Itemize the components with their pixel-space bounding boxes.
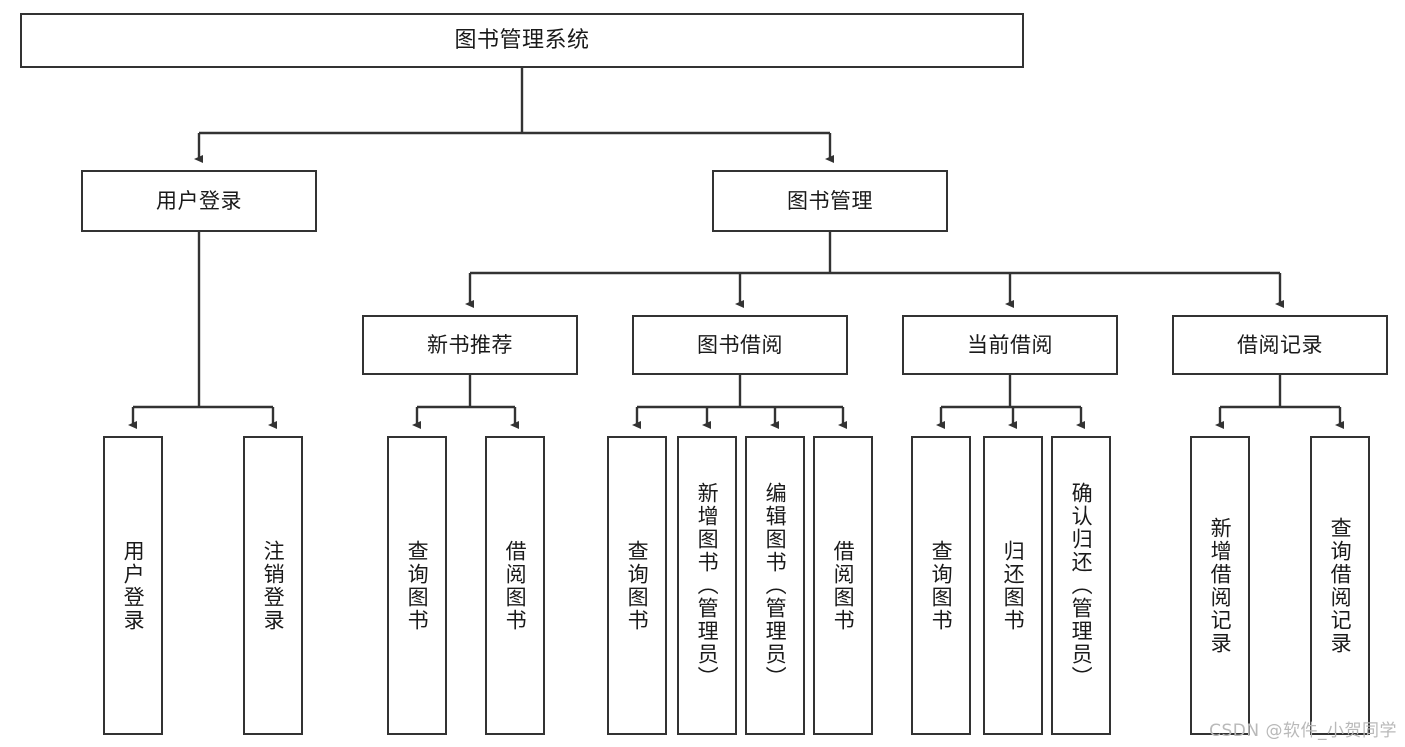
node-label: 借阅图书: [503, 539, 528, 632]
node-user-login[interactable]: 用户登录: [81, 170, 317, 232]
node-label: 查询借阅记录: [1328, 516, 1353, 655]
node-leaf-rec-query[interactable]: 查询图书: [387, 436, 447, 735]
node-book-manage[interactable]: 图书管理: [712, 170, 948, 232]
node-label: 新书推荐: [427, 332, 513, 357]
node-leaf-bb-query[interactable]: 查询图书: [607, 436, 667, 735]
node-label: 用户登录: [156, 188, 242, 213]
watermark: CSDN @软件_小贺同学: [1209, 721, 1397, 741]
node-label: 图书管理: [787, 188, 873, 213]
node-label: 图书管理系统: [454, 27, 590, 53]
node-label: 查询图书: [405, 539, 430, 632]
node-leaf-bb-borrow[interactable]: 借阅图书: [813, 436, 873, 735]
node-label: 借阅记录: [1237, 332, 1323, 357]
node-leaf-bb-add[interactable]: 新增图书（管理员）: [677, 436, 737, 735]
node-label: 当前借阅: [967, 332, 1053, 357]
node-root[interactable]: 图书管理系统: [20, 13, 1024, 68]
node-leaf-cb-return[interactable]: 归还图书: [983, 436, 1043, 735]
node-leaf-user-logout[interactable]: 注销登录: [243, 436, 303, 735]
node-label: 查询图书: [929, 539, 954, 632]
node-leaf-user-login[interactable]: 用户登录: [103, 436, 163, 735]
node-label: 注销登录: [261, 539, 286, 632]
node-label: 新增图书（管理员）: [695, 482, 720, 689]
node-current-borrow[interactable]: 当前借阅: [902, 315, 1118, 375]
node-label: 归还图书: [1001, 539, 1026, 632]
node-label: 编辑图书（管理员）: [763, 482, 788, 689]
node-label: 借阅图书: [831, 539, 856, 632]
node-leaf-cb-query[interactable]: 查询图书: [911, 436, 971, 735]
node-leaf-bb-edit[interactable]: 编辑图书（管理员）: [745, 436, 805, 735]
node-label: 查询图书: [625, 539, 650, 632]
node-leaf-rec-borrow[interactable]: 借阅图书: [485, 436, 545, 735]
node-leaf-br-add[interactable]: 新增借阅记录: [1190, 436, 1250, 735]
node-new-book-rec[interactable]: 新书推荐: [362, 315, 578, 375]
node-borrow-record[interactable]: 借阅记录: [1172, 315, 1388, 375]
node-label: 图书借阅: [697, 332, 783, 357]
node-leaf-br-query[interactable]: 查询借阅记录: [1310, 436, 1370, 735]
node-book-borrow[interactable]: 图书借阅: [632, 315, 848, 375]
node-label: 用户登录: [121, 539, 146, 632]
node-leaf-cb-confirm[interactable]: 确认归还（管理员）: [1051, 436, 1111, 735]
node-label: 确认归还（管理员）: [1069, 482, 1094, 689]
node-label: 新增借阅记录: [1208, 516, 1233, 655]
